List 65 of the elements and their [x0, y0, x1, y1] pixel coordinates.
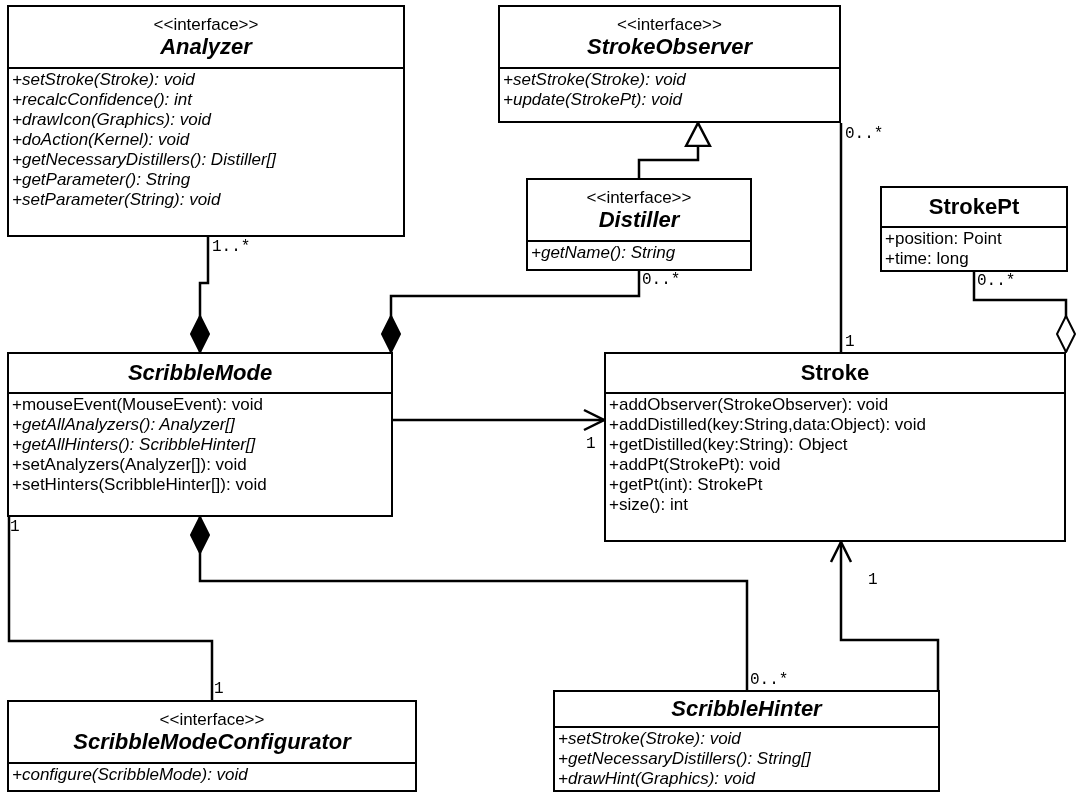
method-text: +getNecessaryDistillers(): Distiller[] [12, 150, 278, 170]
attribute-text: +position: Point [885, 229, 1003, 249]
method-text: +addDistilled(key:String,data:Object): void [609, 415, 927, 435]
stereotype-label: <<interface>> [159, 709, 265, 729]
method-text: +setParameter(String): void [12, 190, 222, 210]
interface-box [7, 700, 417, 792]
association-line [839, 121, 843, 352]
method-text: +drawHint(Graphics): void [558, 769, 757, 789]
method-text: +drawIcon(Graphics): void [12, 110, 213, 130]
multiplicity-label: 1 [10, 519, 20, 536]
composition-connector [190, 516, 749, 690]
interface-box [498, 5, 841, 123]
composition-connector [381, 271, 641, 353]
class-name: ScribbleMode [127, 360, 273, 386]
multiplicity-label: 1 [214, 681, 224, 698]
association-line [7, 517, 214, 700]
method-text: +setStroke(Stroke): void [503, 70, 687, 90]
composition-connector [190, 237, 210, 353]
method-text: +setHinters(ScribbleHinter[]): void [12, 475, 268, 495]
class-box [880, 186, 1068, 272]
class-name: Analyzer [160, 33, 252, 60]
class-box [553, 690, 940, 792]
method-text: +getAllHinters(): ScribbleHinter[] [12, 435, 257, 455]
class-box [604, 352, 1066, 542]
method-text: +getNecessaryDistillers(): String[] [558, 749, 812, 769]
method-text: +mouseEvent(MouseEvent): void [12, 395, 264, 415]
method-text: +setStroke(Stroke): void [12, 70, 196, 90]
method-text: +getParameter(): String [12, 170, 192, 190]
multiplicity-label: 0..* [845, 126, 884, 143]
class-name: ScribbleHinter [671, 696, 822, 722]
interface-box [7, 5, 405, 237]
method-text: +doAction(Kernel): void [12, 130, 191, 150]
class-name: Stroke [800, 360, 870, 386]
method-text: +setStroke(Stroke): void [558, 729, 742, 749]
method-text: +getDistilled(key:String): Object [609, 435, 849, 455]
association-arrow [829, 540, 940, 690]
method-text: +addObserver(StrokeObserver): void [609, 395, 890, 415]
method-text: +addPt(StrokePt): void [609, 455, 782, 475]
multiplicity-label: 1..* [212, 239, 251, 256]
method-text: +getPt(int): StrokePt [609, 475, 764, 495]
stereotype-label: <<interface>> [617, 14, 722, 34]
class-name: ScribbleModeConfigurator [73, 728, 351, 755]
interface-box [526, 178, 752, 271]
method-text: +configure(ScribbleMode): void [12, 765, 249, 785]
method-text: +update(StrokePt): void [503, 90, 684, 110]
method-text: +recalcConfidence(): int [12, 90, 194, 110]
method-text: +setAnalyzers(Analyzer[]): void [12, 455, 248, 475]
stereotype-label: <<interface>> [153, 14, 259, 34]
class-name: StrokePt [928, 194, 1020, 220]
multiplicity-label: 0..* [750, 672, 789, 689]
class-name: StrokeObserver [586, 33, 753, 60]
attribute-text: +time: long [885, 249, 970, 269]
aggregation-connector [972, 272, 1076, 353]
multiplicity-label: 1 [586, 436, 596, 453]
stereotype-label: <<interface>> [586, 187, 692, 207]
multiplicity-label: 0..* [642, 272, 681, 289]
method-text: +getAllAnalyzers(): Analyzer[] [12, 415, 236, 435]
generalization-arrow [637, 121, 712, 178]
class-box [7, 352, 393, 517]
multiplicity-label: 1 [845, 334, 855, 351]
class-name: Distiller [598, 206, 680, 233]
method-text: +size(): int [609, 495, 689, 515]
multiplicity-label: 0..* [977, 273, 1016, 290]
multiplicity-label: 1 [868, 572, 878, 589]
method-text: +getName(): String [531, 243, 677, 263]
